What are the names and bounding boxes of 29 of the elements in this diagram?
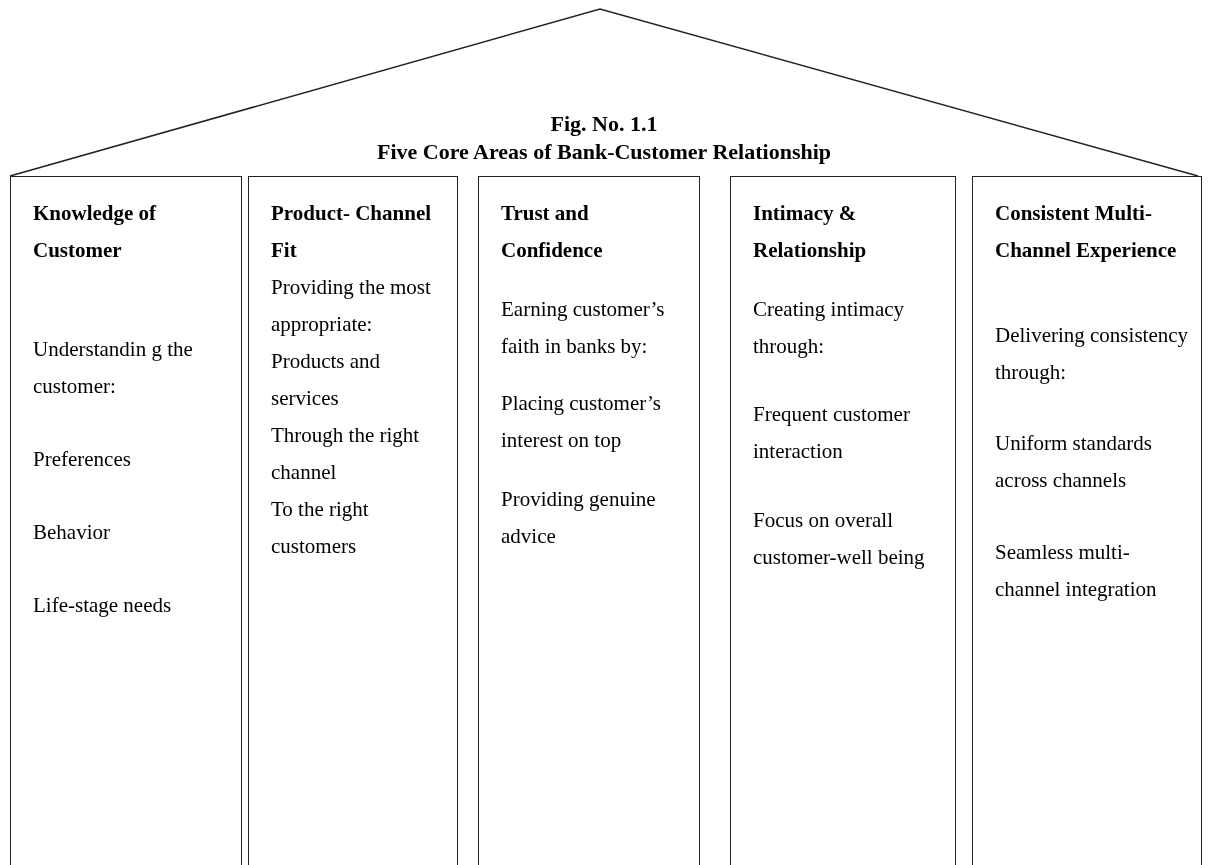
pillar-text: Products and services: [271, 348, 382, 412]
pillar-text: Focus on overall customer-well being: [753, 507, 926, 571]
pillar-heading: Consistent Multi- Channel Experience: [995, 200, 1178, 264]
title: Five Core Areas of Bank-Customer Relationship: [375, 138, 833, 166]
pillar-box: [478, 176, 700, 865]
pillar-text: Seamless multi- channel integration: [995, 539, 1158, 603]
pillar-heading: Knowledge of Customer: [33, 200, 158, 264]
pillar-text: Frequent customer interaction: [753, 401, 911, 465]
pillar-text: Uniform standards across channels: [995, 430, 1153, 494]
pillar-text: Providing the most appropriate:: [271, 274, 432, 338]
pillar-heading: Intimacy & Relationship: [753, 200, 868, 264]
pillar-text: Behavior: [33, 519, 111, 546]
pillar-heading: Product- Channel Fit: [271, 200, 433, 264]
pillar-text: Through the right channel: [271, 422, 421, 486]
pillar-text: Life-stage needs: [33, 592, 173, 619]
pillar-text: Understandin g the customer:: [33, 336, 194, 400]
figure-number: Fig. No. 1.1: [549, 110, 659, 138]
pillar-heading: Trust and Confidence: [501, 200, 604, 264]
pillar-text: Creating intimacy through:: [753, 296, 906, 360]
pillar-text: Earning customer’s faith in banks by:: [501, 296, 666, 360]
pillar-text: To the right customers: [271, 496, 370, 560]
pillar-text: Delivering consistency through:: [995, 322, 1189, 386]
pillar-box: [10, 176, 242, 865]
pillar-text: Preferences: [33, 446, 132, 473]
pillar-box: [972, 176, 1202, 865]
pillar-box: [730, 176, 956, 865]
pillar-box: [248, 176, 458, 865]
pillar-text: Providing genuine advice: [501, 486, 657, 550]
pillar-text: Placing customer’s interest on top: [501, 390, 662, 454]
